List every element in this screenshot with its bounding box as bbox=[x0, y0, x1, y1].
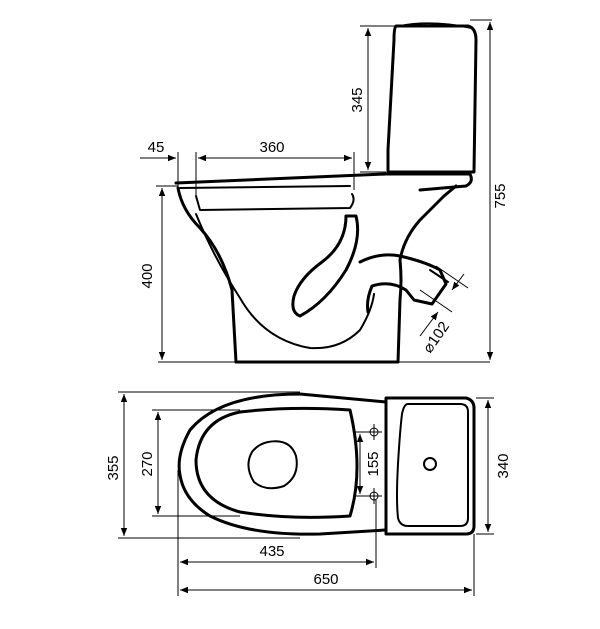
cistern-outline bbox=[386, 24, 478, 174]
fixing-hole-bottom-icon bbox=[366, 488, 382, 504]
seat-line bbox=[179, 185, 351, 189]
top-view: 355 270 155 340 435 650 bbox=[105, 391, 512, 596]
cistern-top-outline bbox=[384, 396, 476, 536]
dim-overall-width: 355 bbox=[105, 455, 122, 480]
dim-cistern-width: 340 bbox=[495, 453, 512, 478]
cistern-basin bbox=[396, 403, 469, 527]
dim-cistern-height: 345 bbox=[349, 87, 366, 112]
dim-fixing-spacing: 155 bbox=[365, 451, 382, 476]
dim-rim-offset: 45 bbox=[148, 139, 165, 156]
flush-button-icon bbox=[423, 457, 437, 471]
outlet-pipe bbox=[358, 253, 448, 314]
dim-seat-length: 360 bbox=[259, 139, 284, 156]
bowl-inner-outline bbox=[194, 406, 359, 519]
dim-total-length: 650 bbox=[313, 571, 338, 588]
dim-total-height: 755 bbox=[492, 183, 509, 208]
water-well bbox=[247, 440, 298, 490]
trapway bbox=[291, 214, 360, 318]
dim-bowl-height: 400 bbox=[139, 263, 156, 288]
dim-outlet-diameter: ⌀102 bbox=[420, 319, 453, 357]
bowl-interior bbox=[195, 213, 375, 350]
dim-bowl-inner-width: 270 bbox=[139, 451, 156, 476]
rim-inner bbox=[195, 193, 355, 211]
bowl-exterior bbox=[176, 184, 458, 364]
dim-bowl-length: 435 bbox=[259, 543, 284, 560]
bowl-rim bbox=[174, 172, 473, 192]
side-view: 345 755 45 360 400 ⌀102 bbox=[139, 19, 509, 364]
outlet-face bbox=[429, 269, 449, 283]
cistern-lid bbox=[399, 22, 473, 29]
bowl-outer-outline bbox=[177, 392, 388, 536]
fixing-hole-top-icon bbox=[366, 424, 382, 440]
